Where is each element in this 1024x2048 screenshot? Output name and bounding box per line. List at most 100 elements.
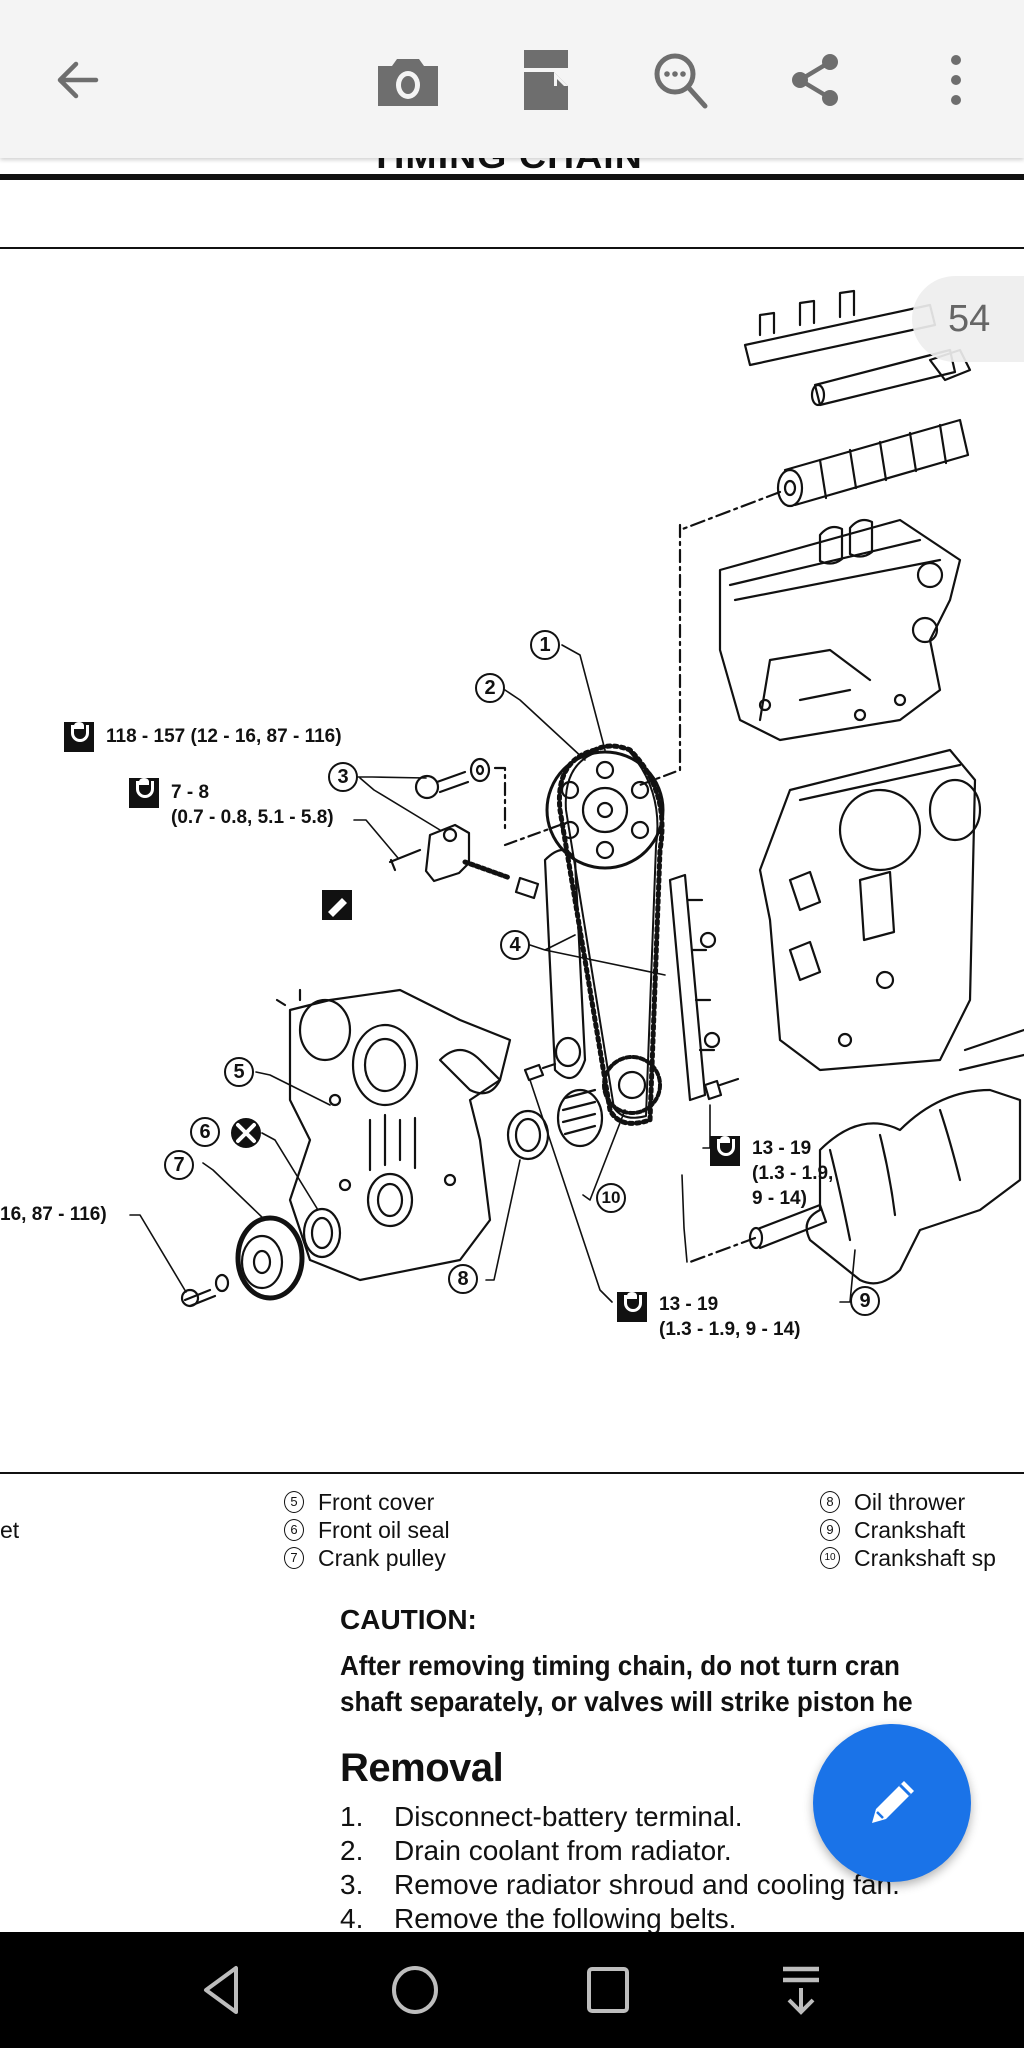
cylinder-head (718, 518, 962, 742)
torque-value-alt-units: (1.3 - 1.9, (752, 1163, 834, 1184)
legend-item: 10 Crankshaft sp (820, 1544, 996, 1572)
removal-step: 3. Remove radiator shroud and cooling fan… (340, 1868, 900, 1902)
torque-value: 13 - 19 (752, 1138, 812, 1159)
legend-number: 9 (820, 1519, 840, 1541)
torque-value-alt-units: 9 - 14) (752, 1188, 807, 1209)
callout-8: 8 (448, 1264, 478, 1294)
front-cover (275, 988, 512, 1282)
callout-6: 6 (190, 1117, 220, 1147)
nav-home-icon (392, 1966, 438, 2014)
torque-wrench-icon (129, 778, 159, 808)
diagram-top-rule (0, 247, 1024, 249)
legend-number: 7 (284, 1547, 304, 1569)
edit-fab-button[interactable] (813, 1724, 971, 1882)
pencil-icon (872, 1781, 914, 1823)
legend-label: Oil thrower (854, 1489, 966, 1515)
cylinder-block (758, 748, 1024, 1072)
torque-spec-chain-guide-bolt: 13 - 19 (1.3 - 1.9, 9 - 14) (752, 1136, 833, 1211)
legend-label: et (0, 1517, 20, 1543)
step-text: Drain coolant from radiator. (394, 1835, 732, 1866)
cam-sprocket-bolt (414, 523, 682, 847)
torque-wrench-icon (64, 722, 94, 752)
torque-value: 118 - 157 (12 - 16, 87 - 116) (106, 726, 342, 747)
front-oil-seal (302, 1207, 342, 1259)
legend-item: 6 Front oil seal (284, 1516, 450, 1544)
legend-number: 5 (284, 1491, 304, 1513)
torque-spec-crank-pulley-bolt: 16, 87 - 116) (0, 1202, 107, 1227)
legend-label: Crankshaft sp (854, 1545, 996, 1571)
arrow-left-icon (57, 61, 99, 99)
nav-recents-button[interactable] (568, 1952, 648, 2028)
removal-steps: 1. Disconnect-battery terminal. 2. Drain c… (340, 1800, 900, 1932)
nav-back-button[interactable] (182, 1952, 262, 2028)
camshaft-sprocket (545, 750, 665, 870)
caution-heading: CAUTION: (340, 1604, 477, 1635)
nav-home-button[interactable] (375, 1952, 455, 2028)
document-page-icon (524, 50, 568, 110)
chain-tensioner (388, 823, 540, 900)
torque-spec-tensioner-bolt: 7 - 8 (0.7 - 0.8, 5.1 - 5.8) (171, 780, 334, 830)
step-text: Disconnect-battery terminal. (394, 1801, 743, 1832)
legend-label: Crankshaft (854, 1517, 966, 1543)
share-button[interactable] (776, 40, 856, 120)
app-bar (0, 0, 1024, 158)
callout-7: 7 (164, 1150, 194, 1180)
legend-item: 5 Front cover (284, 1488, 450, 1516)
removal-step: 2. Drain coolant from radiator. (340, 1834, 900, 1868)
callout-3: 3 (328, 762, 358, 792)
nav-back-icon (204, 1966, 238, 2014)
document-page[interactable]: TIMING CHAIN (0, 0, 1024, 1932)
callout-9: 9 (850, 1286, 880, 1316)
torque-value: 16, 87 - 116) (0, 1204, 107, 1225)
page-layout-button[interactable] (506, 40, 586, 120)
camshaft (678, 418, 970, 532)
torque-value-alt-units: (0.7 - 0.8, 5.1 - 5.8) (171, 807, 334, 828)
step-text: Remove the following belts. (394, 1903, 737, 1932)
share-icon (792, 54, 838, 106)
legend-column-right: 8 Oil thrower 9 Crankshaft 10 Crankshaft sp (820, 1488, 996, 1572)
step-number: 3. (340, 1869, 364, 1900)
timing-chain (556, 743, 665, 1126)
timing-chain-exploded-diagram (129, 289, 1024, 1308)
caution-line: After removing timing chain, do not turn… (340, 1650, 900, 1681)
legend-label: Front cover (318, 1489, 435, 1515)
removal-step: 1. Disconnect-battery terminal. (340, 1800, 900, 1834)
torque-value-alt-units: (1.3 - 1.9, 9 - 14) (659, 1319, 801, 1340)
legend-number: 8 (820, 1491, 840, 1513)
header-rule (0, 174, 1024, 180)
crankshaft-sprocket (602, 1055, 662, 1115)
legend-item: 8 Oil thrower (820, 1488, 996, 1516)
back-button[interactable] (38, 40, 118, 120)
chain-guides (543, 848, 721, 1102)
diagram-bottom-rule (0, 1472, 1024, 1474)
removal-heading: Removal (340, 1746, 504, 1790)
nav-notifications-button[interactable] (761, 1952, 841, 2028)
oil-thrower (506, 1036, 740, 1161)
more-options-button[interactable] (916, 40, 996, 120)
caution-text: After removing timing chain, do not turn… (340, 1648, 913, 1720)
step-number: 2. (340, 1835, 364, 1866)
step-text: Remove radiator shroud and cooling fan. (394, 1869, 900, 1900)
torque-wrench-icon (710, 1136, 740, 1166)
callout-4: 4 (500, 930, 530, 960)
search-button[interactable] (641, 40, 721, 120)
legend-number: 10 (820, 1547, 840, 1569)
sealant-icon (322, 890, 352, 920)
more-vert-icon (951, 55, 961, 105)
legend-number: 6 (284, 1519, 304, 1541)
nav-pull-down-icon (783, 1966, 819, 2015)
do-not-reuse-icon (231, 1118, 261, 1148)
torque-value: 7 - 8 (171, 782, 210, 803)
screenshot-button[interactable] (368, 40, 448, 120)
callout-1: 1 (530, 630, 560, 660)
torque-spec-cam-sprocket-bolt: 118 - 157 (12 - 16, 87 - 116) (106, 724, 342, 749)
leader-lines (129, 644, 856, 1303)
page-number: 54 (948, 297, 991, 340)
step-number: 1. (340, 1801, 364, 1832)
crank-pulley (180, 1215, 305, 1308)
legend-item: 9 Crankshaft (820, 1516, 996, 1544)
legend-label: Front oil seal (318, 1517, 450, 1543)
system-navigation-bar (0, 1932, 1024, 2048)
